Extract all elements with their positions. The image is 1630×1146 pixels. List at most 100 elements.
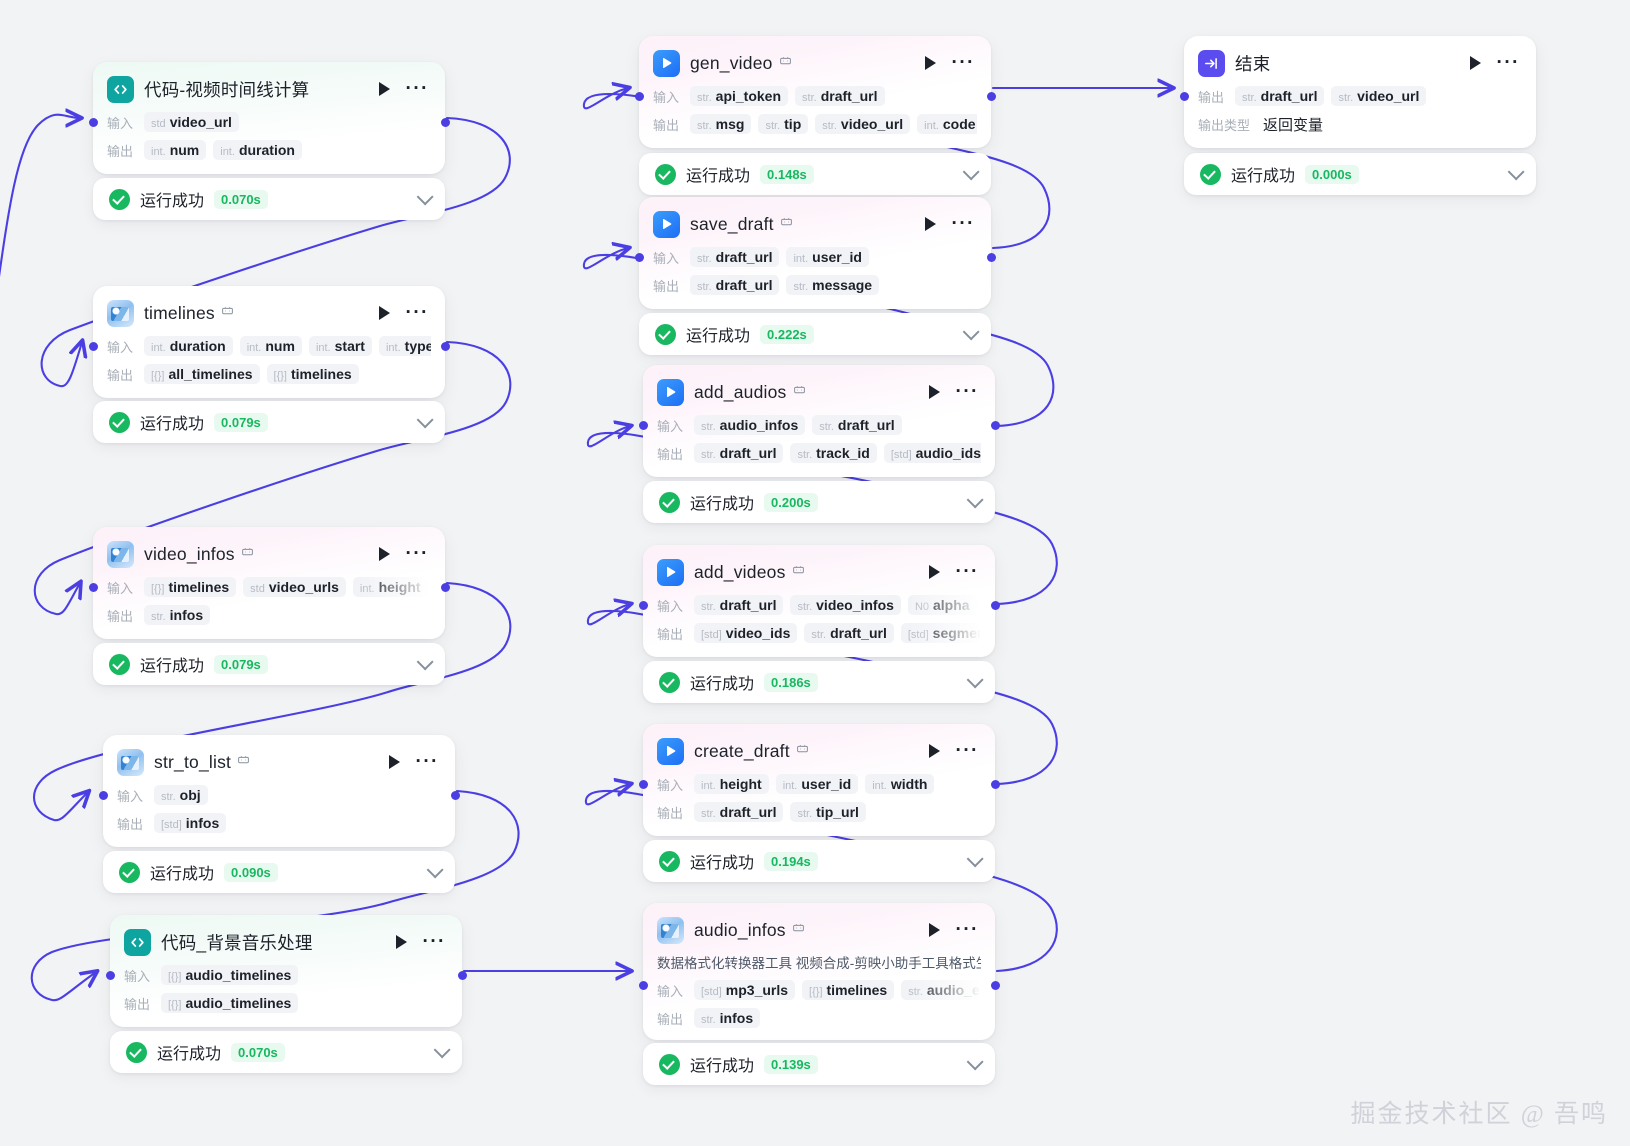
io-chip[interactable]: str.video_url	[815, 114, 911, 134]
chevron-down-icon[interactable]	[433, 1041, 451, 1059]
io-chip[interactable]: [std]audio_ids	[883, 443, 981, 463]
io-chip[interactable]: str.tip_url	[790, 802, 866, 822]
chevron-down-icon[interactable]	[416, 653, 434, 671]
node-more-button[interactable]: ···	[955, 561, 979, 582]
chevron-down-icon[interactable]	[1507, 163, 1525, 181]
io-chip[interactable]: str.draft_url	[804, 623, 894, 643]
node-output-port[interactable]	[990, 421, 1000, 430]
node-output-port[interactable]	[986, 253, 996, 262]
io-chip[interactable]: str.audio_infos	[694, 415, 806, 435]
io-chip[interactable]: [std]infos	[154, 813, 227, 833]
node-more-button[interactable]: ···	[955, 740, 979, 761]
node-input-port[interactable]	[88, 342, 98, 351]
node-output-port[interactable]	[990, 981, 1000, 990]
io-chip[interactable]: [{}]timelines	[266, 364, 359, 384]
io-chip[interactable]: str.infos	[694, 1008, 761, 1028]
io-chip[interactable]: str.draft_url	[694, 802, 784, 822]
io-chip[interactable]: str.track_id	[790, 443, 877, 463]
chevron-down-icon[interactable]	[966, 1053, 984, 1071]
io-chip[interactable]: int.start	[308, 336, 372, 356]
node-output-port[interactable]	[990, 601, 1000, 610]
io-chip[interactable]: [{}]audio_timelines	[161, 993, 299, 1013]
io-chip[interactable]: str.tip	[758, 114, 809, 134]
node-more-button[interactable]: ···	[951, 52, 975, 73]
io-chip[interactable]: int.user_id	[775, 774, 859, 794]
io-chip[interactable]: [std]segment_ids	[900, 623, 981, 643]
run-node-button[interactable]	[928, 923, 940, 937]
run-node-button[interactable]	[928, 744, 940, 758]
chevron-down-icon[interactable]	[966, 671, 984, 689]
node-input-port[interactable]	[88, 583, 98, 592]
node-output-port[interactable]	[986, 92, 996, 101]
io-chip[interactable]: str.audio_effect	[901, 980, 981, 1000]
node-output-port[interactable]	[440, 342, 450, 351]
node-more-button[interactable]: ···	[955, 919, 979, 940]
io-chip[interactable]: str.message	[786, 275, 880, 295]
io-chip[interactable]: int.user_id	[786, 247, 869, 267]
run-node-button[interactable]	[924, 217, 936, 231]
node-output-port[interactable]	[450, 791, 460, 800]
node-output-port[interactable]	[990, 780, 1000, 789]
run-node-button[interactable]	[395, 935, 407, 949]
io-chip[interactable]: str.draft_url	[694, 595, 784, 615]
node-input-port[interactable]	[634, 92, 644, 101]
run-node-button[interactable]	[378, 306, 390, 320]
io-chip[interactable]: str.draft_url	[690, 247, 780, 267]
io-chip[interactable]: int.num	[144, 140, 207, 160]
chevron-down-icon[interactable]	[966, 491, 984, 509]
run-node-button[interactable]	[378, 82, 390, 96]
node-more-button[interactable]: ···	[1496, 52, 1520, 73]
io-chip[interactable]: str.obj	[154, 785, 208, 805]
node-more-button[interactable]: ···	[405, 78, 429, 99]
io-chip[interactable]: str.video_url	[1331, 86, 1427, 106]
chevron-down-icon[interactable]	[426, 861, 444, 879]
chevron-down-icon[interactable]	[966, 850, 984, 868]
io-chip[interactable]: str.draft_url	[694, 443, 784, 463]
io-chip[interactable]: [{}]timelines	[802, 980, 895, 1000]
node-input-port[interactable]	[88, 118, 98, 127]
io-chip[interactable]: int.type	[378, 336, 431, 356]
io-chip[interactable]: [{}]all_timelines	[144, 364, 260, 384]
io-chip[interactable]: int.code	[917, 114, 977, 134]
chevron-down-icon[interactable]	[962, 323, 980, 341]
node-input-port[interactable]	[98, 791, 108, 800]
io-chip[interactable]: [{}]audio_timelines	[161, 965, 299, 985]
node-input-port[interactable]	[634, 253, 644, 262]
io-chip[interactable]: int.width	[865, 774, 935, 794]
node-input-port[interactable]	[105, 971, 115, 980]
node-input-port[interactable]	[638, 421, 648, 430]
node-more-button[interactable]: ···	[405, 302, 429, 323]
io-chip[interactable]: int.height	[352, 577, 428, 597]
run-node-button[interactable]	[928, 385, 940, 399]
node-output-port[interactable]	[440, 583, 450, 592]
chevron-down-icon[interactable]	[416, 188, 434, 206]
run-node-button[interactable]	[928, 565, 940, 579]
io-chip[interactable]: int.num	[239, 336, 302, 356]
node-more-button[interactable]: ···	[422, 931, 446, 952]
node-more-button[interactable]: ···	[955, 381, 979, 402]
io-chip[interactable]: str.draft_url	[690, 275, 780, 295]
io-chip[interactable]: [std]video_ids	[694, 623, 798, 643]
